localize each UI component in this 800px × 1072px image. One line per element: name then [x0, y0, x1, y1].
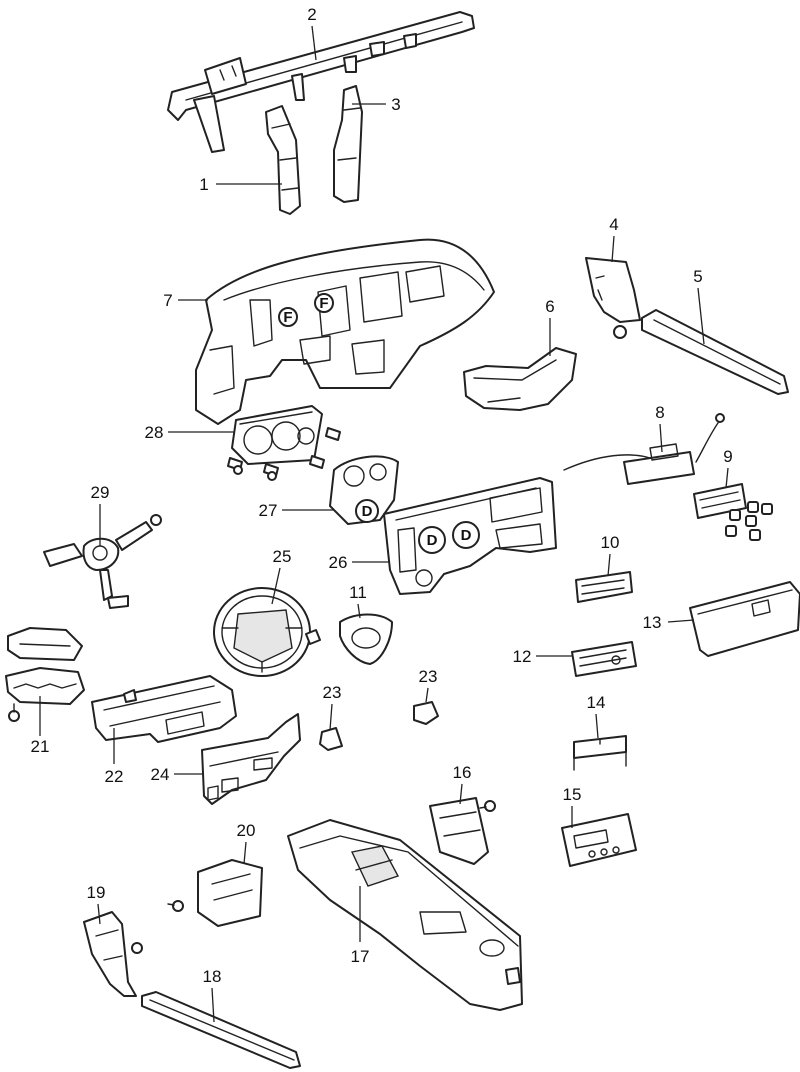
- part-12-audio-unit: [571, 641, 637, 677]
- part-25-steering-wheel: [213, 587, 321, 677]
- part-8-heater-control: [563, 413, 725, 485]
- callout-21: 21: [31, 737, 50, 756]
- callout-28: 28: [145, 423, 164, 442]
- part-3-right-bracket: [333, 85, 363, 203]
- callout-5: 5: [693, 267, 702, 286]
- callout-9: 9: [723, 447, 732, 466]
- part-9-switch-panel: [693, 483, 773, 541]
- callout-7: 7: [163, 291, 172, 310]
- part-22-lower-panel: [91, 675, 237, 743]
- leader-10: [607, 553, 611, 577]
- part-14-mounting-bracket: [573, 735, 627, 771]
- screw-icon: [167, 900, 184, 912]
- callout-13: 13: [643, 613, 662, 632]
- callout-25: 25: [273, 547, 292, 566]
- callout-numbers: 1 2 3 4 5 6 7 8 9 10 11 12 13 14 15 16 1…: [31, 5, 733, 986]
- leader-8: [659, 423, 663, 453]
- part-27-meter-hood: [329, 455, 399, 525]
- callout-6: 6: [545, 297, 554, 316]
- leader-23a: [329, 703, 333, 731]
- part-24-knee-panel: [201, 713, 301, 805]
- part-23-clip-right: [413, 701, 439, 725]
- callout-3: 3: [391, 95, 400, 114]
- callout-15: 15: [563, 785, 582, 804]
- circled-markers: F F D D D: [283, 295, 471, 549]
- part-10-vent: [575, 571, 633, 603]
- marker-d-1: D: [362, 503, 373, 520]
- part-2-reinforcement-beam: [167, 11, 475, 153]
- part-5-sill-trim: [641, 309, 789, 395]
- part-7-instrument-panel: [195, 238, 495, 425]
- part-23-clip-left: [319, 727, 343, 751]
- callout-14: 14: [587, 693, 606, 712]
- callout-8: 8: [655, 403, 664, 422]
- part-13-glove-box: [689, 581, 800, 657]
- part-20-side-cover: [167, 859, 263, 927]
- callout-23-right: 23: [419, 667, 438, 686]
- screw-icon: [479, 800, 496, 812]
- part-18-sill-trim: [141, 991, 301, 1069]
- callout-19: 19: [87, 883, 106, 902]
- part-1-left-bracket: [265, 105, 301, 215]
- callout-12: 12: [513, 647, 532, 666]
- callout-2: 2: [307, 5, 316, 24]
- marker-f-2: F: [319, 295, 328, 312]
- marker-d-3: D: [461, 527, 472, 544]
- callout-1: 1: [199, 175, 208, 194]
- part-6-duct: [463, 347, 577, 411]
- leader-4: [611, 235, 615, 263]
- callout-22: 22: [105, 767, 124, 786]
- callout-18: 18: [203, 967, 222, 986]
- callout-10: 10: [601, 533, 620, 552]
- part-15-climate-panel: [561, 813, 637, 867]
- leader-19: [97, 903, 101, 925]
- leader-11: [357, 603, 361, 619]
- leader-lines: [39, 25, 729, 1023]
- knob-icon: [725, 501, 773, 541]
- leader-9: [725, 467, 729, 489]
- callout-4: 4: [609, 215, 618, 234]
- part-11-horn-pad: [339, 613, 393, 665]
- screw-icon: [227, 427, 341, 481]
- leader-20: [243, 841, 247, 865]
- part-21-column-covers: [5, 627, 85, 722]
- callout-11: 11: [349, 583, 367, 602]
- part-26-cluster-panel: [383, 477, 557, 595]
- leader-23b: [425, 687, 429, 703]
- part-4-side-panel: [585, 257, 641, 339]
- leader-25: [271, 567, 281, 605]
- part-16-console-bracket: [429, 797, 496, 865]
- leader-16: [459, 783, 463, 805]
- callout-27: 27: [259, 501, 278, 520]
- callout-24: 24: [151, 765, 170, 784]
- marker-f-1: F: [283, 309, 292, 326]
- leader-13: [667, 619, 695, 623]
- callout-23-left: 23: [323, 683, 342, 702]
- part-19-corner-trim: [83, 911, 143, 997]
- part-17-center-console: [287, 819, 523, 1011]
- screw-icon: [8, 703, 20, 722]
- part-29-combination-switch: [43, 514, 162, 609]
- callout-20: 20: [237, 821, 256, 840]
- leader-5: [697, 287, 705, 345]
- callout-29: 29: [91, 483, 110, 502]
- callout-17: 17: [351, 947, 370, 966]
- callout-16: 16: [453, 763, 472, 782]
- leader-2: [311, 25, 317, 61]
- callout-26: 26: [329, 553, 348, 572]
- leader-18: [211, 987, 215, 1023]
- leader-14: [595, 713, 599, 739]
- part-28-meter-housing: [227, 405, 341, 481]
- marker-d-2: D: [427, 532, 438, 549]
